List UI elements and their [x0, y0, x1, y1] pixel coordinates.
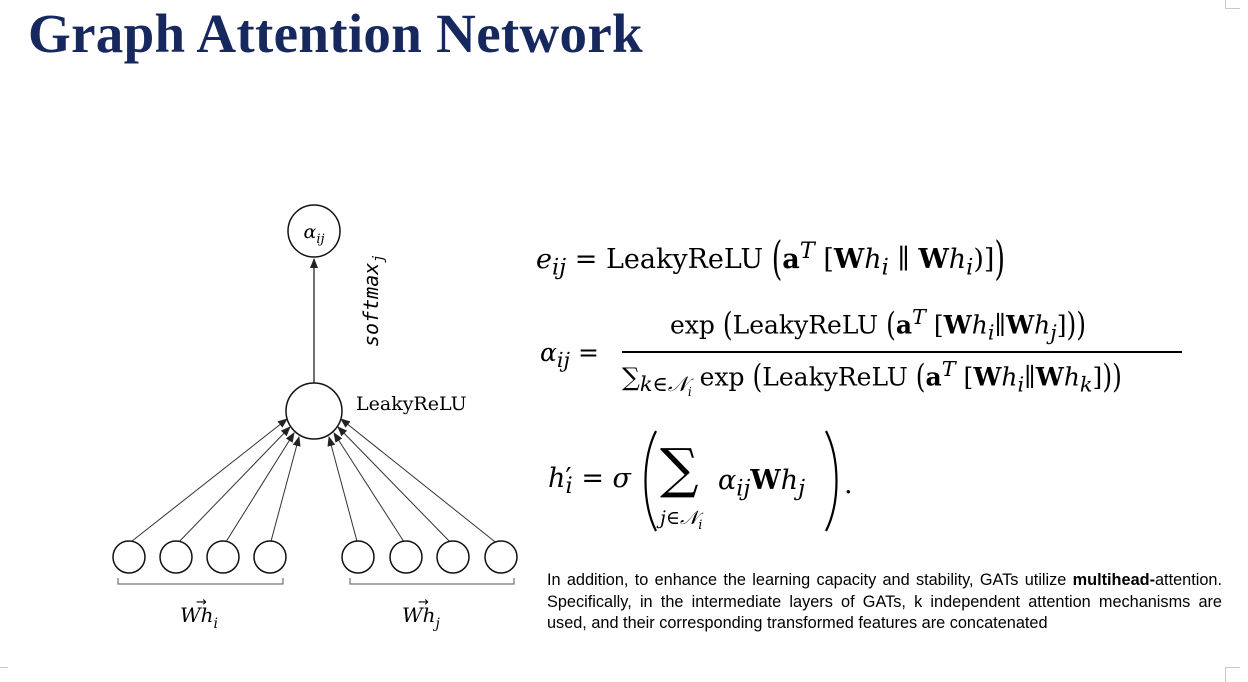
eq3-period: . — [844, 469, 853, 500]
group-left-label: Whi — [180, 603, 218, 632]
input-node — [389, 540, 423, 574]
description-paragraph: In addition, to enhance the learning cap… — [547, 570, 1222, 635]
input-group-right — [341, 540, 518, 574]
eq2-lhs: αij = — [540, 338, 599, 372]
leakyrelu-label: LeakyReLU — [356, 393, 467, 415]
eq3-summand: αijWhj — [718, 465, 806, 502]
bracket-right — [349, 578, 515, 585]
description-bold-term: multihead- — [1072, 571, 1155, 589]
eq3-left-paren — [644, 430, 657, 532]
input-node — [206, 540, 240, 574]
group-right-arrow-mark: → — [418, 595, 429, 610]
input-node — [253, 540, 287, 574]
description-text-end: attention. Specifically, in the intermed… — [547, 571, 1222, 632]
eq3-summation-index: j∈𝒩i — [660, 507, 703, 533]
output-node-alpha — [287, 204, 341, 258]
eq2-numerator: exp (LeakyReLU (aT [Whi∥Whj])) — [670, 305, 1087, 345]
input-node — [112, 540, 146, 574]
eq2-fraction-bar — [622, 351, 1182, 353]
softmax-label: softmaxj — [359, 254, 387, 347]
input-node — [484, 540, 518, 574]
slide-corner-bottom-left — [0, 667, 8, 682]
eq3-lhs: h′i = σ — [548, 463, 631, 500]
gat-attention-diagram: αij softmaxj LeakyReLU Whi → Whj → — [112, 204, 518, 632]
input-arrows — [126, 418, 500, 546]
group-right-label: Whj — [402, 603, 440, 632]
input-node — [341, 540, 375, 574]
slide-title: Graph Attention Network — [28, 3, 643, 64]
eq3-summation: ∑ — [660, 437, 699, 500]
description-text-start: In addition, to enhance the learning cap… — [547, 571, 1073, 589]
input-group-left — [112, 540, 287, 574]
output-node-label: αij — [303, 221, 324, 247]
leakyrelu-node — [285, 382, 343, 440]
input-node — [436, 540, 470, 574]
slide-corner-top-right — [1225, 0, 1240, 9]
equation-attention-coefficient: eij = LeakyReLU (aT [Whi ∥ Whi)]) — [536, 233, 1005, 286]
bracket-left — [117, 578, 284, 585]
input-node — [159, 540, 193, 574]
slide-corner-bottom-right — [1225, 667, 1240, 682]
eq2-denominator: ∑k∈𝒩i exp (LeakyReLU (aT [Whi∥Whk])) — [622, 357, 1122, 400]
eq3-right-paren — [825, 430, 838, 532]
group-left-arrow-mark: → — [196, 595, 207, 610]
